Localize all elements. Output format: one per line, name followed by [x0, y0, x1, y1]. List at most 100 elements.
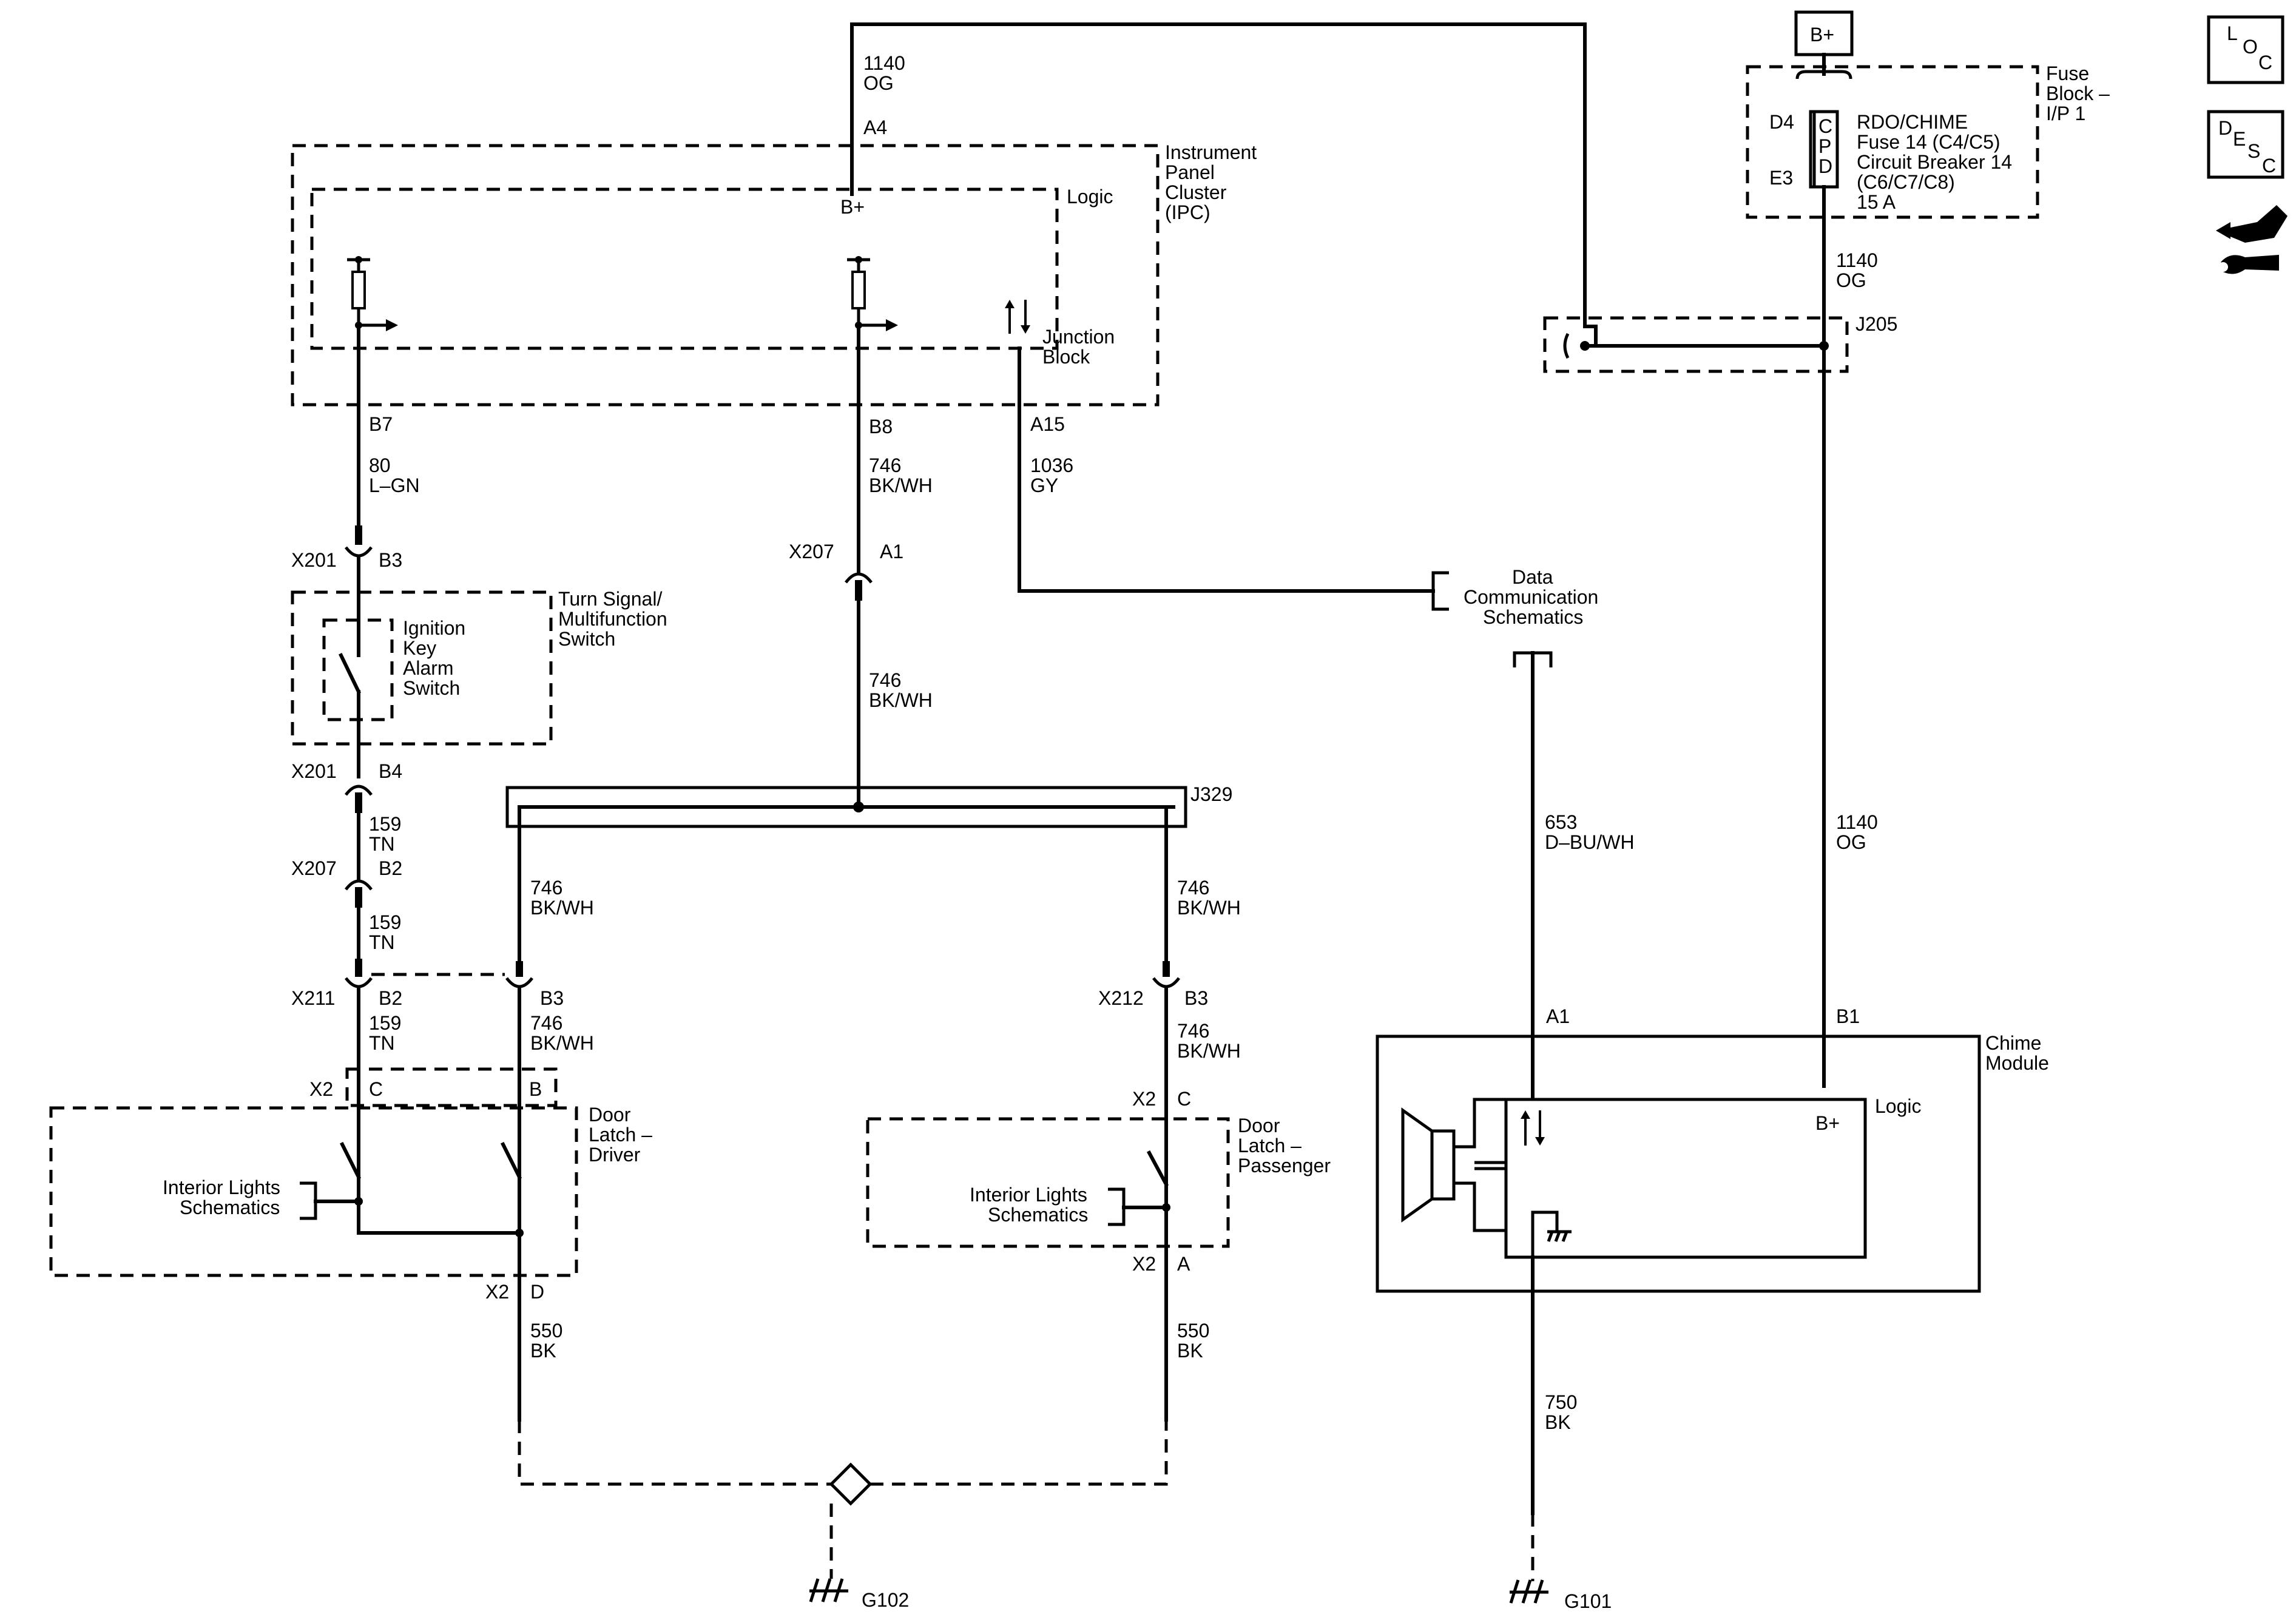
- svg-text:Communication: Communication: [1464, 586, 1598, 608]
- connector-b1-chime: B1: [1836, 1005, 1860, 1027]
- svg-text:X2: X2: [485, 1281, 509, 1303]
- connector-x2-c-passenger-label: X2 C: [1132, 1088, 1191, 1110]
- loc-icon[interactable]: L O C: [2207, 15, 2284, 84]
- svg-text:C: C: [2258, 52, 2272, 73]
- connector-x207-b2-label: X207 B2: [291, 857, 402, 879]
- door-latch-driver-label: Door Latch – Driver: [589, 1104, 652, 1166]
- svg-text:D–BU/WH: D–BU/WH: [1545, 831, 1635, 853]
- svg-text:L–GN: L–GN: [369, 474, 420, 496]
- svg-text:TN: TN: [369, 1032, 395, 1054]
- svg-text:80: 80: [369, 454, 391, 476]
- connector-x201-b4-label: X201 B4: [291, 760, 402, 782]
- svg-text:1140: 1140: [1836, 249, 1878, 271]
- svg-text:Multifunction: Multifunction: [558, 608, 667, 630]
- svg-text:Door: Door: [1238, 1115, 1280, 1136]
- svg-text:Latch –: Latch –: [1238, 1135, 1302, 1156]
- svg-text:Schematics: Schematics: [988, 1204, 1088, 1226]
- door-latch-driver-switch-right-icon: [500, 1139, 522, 1235]
- interior-lights-driver-label: Interior Lights Schematics: [163, 1176, 280, 1218]
- svg-text:Door: Door: [589, 1104, 631, 1126]
- splice-j205-box: [1543, 316, 1849, 373]
- svg-text:D: D: [530, 1281, 544, 1303]
- door-latch-driver-box: [49, 1106, 578, 1277]
- svg-text:RDO/CHIME: RDO/CHIME: [1857, 111, 1968, 133]
- connector-x201-b3-icon: [345, 525, 373, 558]
- desc-icon[interactable]: D E S C: [2207, 110, 2284, 179]
- ground-g101-icon: [1509, 1579, 1548, 1604]
- connector-x207-a1-label: X207 A1: [789, 541, 903, 562]
- wire-80-label: 80 L–GN: [369, 454, 420, 496]
- interior-lights-driver-bracket: [300, 1181, 317, 1220]
- door-latch-passenger-label: Door Latch – Passenger: [1238, 1115, 1331, 1176]
- fuse-cpd-icon: [1795, 53, 1852, 189]
- wire-746-passenger-label: 746 BK/WH: [1177, 877, 1241, 919]
- svg-text:X2: X2: [1132, 1253, 1156, 1275]
- svg-text:Instrument: Instrument: [1165, 141, 1257, 163]
- svg-text:746: 746: [1177, 877, 1209, 899]
- svg-text:L: L: [2227, 22, 2238, 44]
- splice-j205-dot-left: [1580, 341, 1590, 351]
- interior-lights-passenger-bracket: [1108, 1187, 1126, 1226]
- chime-logic-box: [1504, 1098, 1867, 1259]
- connector-a1-chime: A1: [1546, 1005, 1570, 1027]
- fuse-cpd-letters: C P D: [1818, 115, 1832, 177]
- wire-159-c-label: 159 TN: [369, 1012, 401, 1054]
- svg-text:Key: Key: [403, 637, 436, 659]
- connector-e3: E3: [1769, 167, 1793, 189]
- splice-j205-dot-right: [1819, 341, 1829, 351]
- data-comm-label: Data Communication Schematics: [1464, 566, 1598, 628]
- connector-b7: B7: [369, 413, 393, 435]
- svg-text:GY: GY: [1030, 474, 1058, 496]
- svg-text:15 A: 15 A: [1857, 191, 1896, 213]
- chime-module-label: Chime Module: [1985, 1032, 2049, 1074]
- door-latch-driver-switch-left-icon: [339, 1139, 362, 1235]
- wrench-hand-icon[interactable]: [2216, 205, 2288, 274]
- svg-text:746: 746: [869, 669, 901, 691]
- svg-text:BK: BK: [1177, 1340, 1203, 1362]
- interior-lights-passenger-label: Interior Lights Schematics: [970, 1184, 1088, 1226]
- svg-text:159: 159: [369, 813, 401, 835]
- svg-text:C: C: [1818, 115, 1832, 137]
- chime-bplus-label: B+: [1815, 1112, 1840, 1134]
- connector-b3-driver-icon: [505, 961, 533, 988]
- turn-signal-switch-label: Turn Signal/ Multifunction Switch: [558, 588, 667, 650]
- ignition-key-switch-icon: [338, 618, 362, 778]
- fuse-description: RDO/CHIME Fuse 14 (C4/C5) Circuit Breake…: [1857, 111, 2012, 213]
- svg-text:TN: TN: [369, 931, 395, 953]
- svg-text:B3: B3: [379, 549, 402, 571]
- svg-text:Ignition: Ignition: [403, 617, 465, 639]
- svg-text:C: C: [2262, 155, 2276, 177]
- svg-text:TN: TN: [369, 833, 395, 855]
- svg-text:S: S: [2247, 140, 2260, 162]
- svg-text:B2: B2: [379, 857, 402, 879]
- wire-ground-g102-dashed: [518, 1420, 1168, 1486]
- connector-x2-d-label: X2 D: [485, 1281, 544, 1303]
- fuse-block-label: Fuse Block – I/P 1: [2046, 62, 2110, 124]
- svg-text:A1: A1: [880, 541, 903, 562]
- svg-text:D: D: [2218, 117, 2232, 139]
- speaker-icon: [1401, 1098, 1506, 1232]
- wire-550-passenger-label: 550 BK: [1177, 1320, 1209, 1362]
- svg-text:BK/WH: BK/WH: [869, 474, 933, 496]
- svg-text:BK/WH: BK/WH: [1177, 1040, 1241, 1062]
- chime-logic-label: Logic: [1875, 1095, 1922, 1117]
- svg-text:Latch –: Latch –: [589, 1124, 652, 1146]
- svg-text:Block: Block: [1042, 346, 1090, 368]
- svg-text:746: 746: [1177, 1020, 1209, 1042]
- ipc-output-b8-icon: [847, 256, 898, 331]
- svg-text:Cluster: Cluster: [1165, 181, 1227, 203]
- svg-text:Panel: Panel: [1165, 161, 1215, 183]
- svg-text:B3: B3: [1184, 987, 1208, 1009]
- wire-550-driver-label: 550 BK: [530, 1320, 562, 1362]
- svg-text:Schematics: Schematics: [1483, 606, 1583, 628]
- splice-j205-hook-icon: [1563, 333, 1570, 359]
- ground-g102-label: G102: [862, 1589, 909, 1611]
- wire-750-label: 750 BK: [1545, 1391, 1577, 1433]
- ipc-logic-box: [310, 187, 1059, 350]
- svg-text:Schematics: Schematics: [180, 1197, 280, 1218]
- data-comm-bracket-left: [1431, 571, 1449, 611]
- svg-text:X212: X212: [1098, 987, 1144, 1009]
- ipc-output-b7-icon: [347, 256, 398, 331]
- connector-x2-c-driver-pin: C: [369, 1078, 383, 1100]
